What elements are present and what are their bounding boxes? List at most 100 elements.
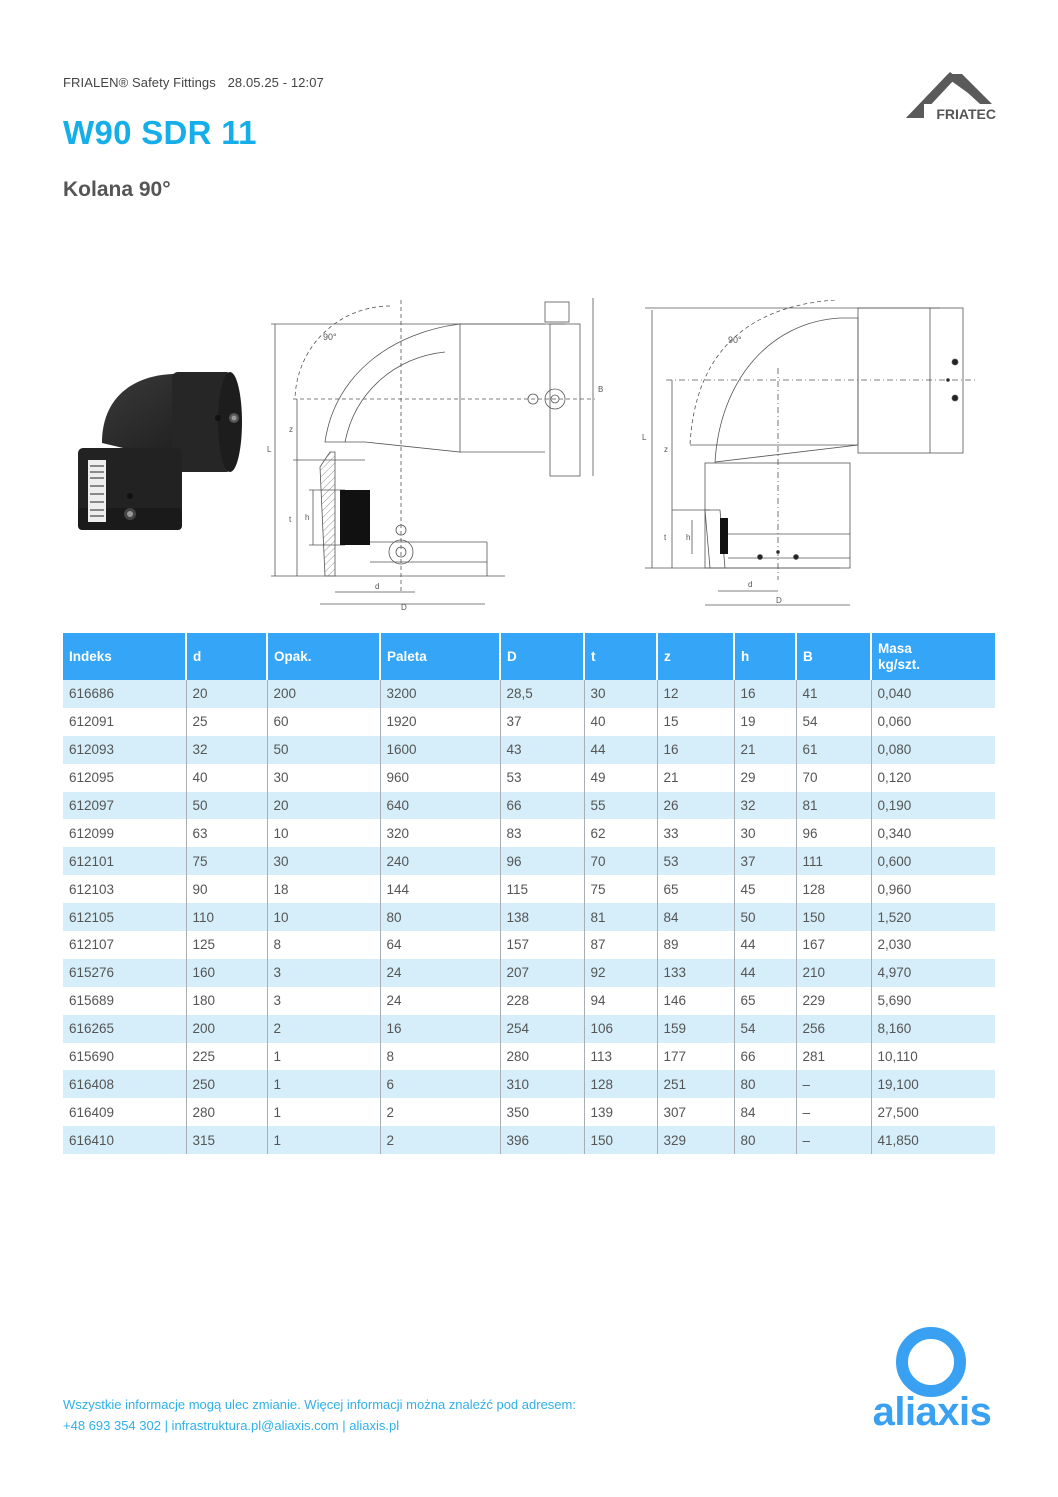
dim-L-label: L	[267, 445, 272, 454]
cell-indeks: 612091	[63, 707, 187, 736]
cell-z: 159	[657, 1014, 735, 1043]
column-header-masa: Masa kg/szt.	[871, 633, 995, 680]
cell-paleta: 240	[380, 847, 501, 876]
cell-h: 32	[734, 791, 797, 820]
friatec-triangle-icon: FRIATEC	[906, 72, 996, 122]
footer-contact: +48 693 354 302 | infrastruktura.pl@alia…	[63, 1418, 400, 1433]
cell-d: 32	[186, 735, 268, 764]
elbow-section-drawing-icon: 90° B d D L z t h	[267, 298, 603, 612]
cell-d: 90	[186, 875, 268, 904]
cell-z: 89	[657, 931, 735, 959]
cell-indeks: 616409	[63, 1098, 187, 1127]
cell-z: 15	[657, 707, 735, 736]
friatec-logo: FRIATEC	[902, 70, 998, 122]
dim-h-label: h	[305, 513, 309, 522]
cell-B: 54	[796, 707, 872, 736]
cell-d: 315	[186, 1126, 268, 1155]
cell-h: 19	[734, 707, 797, 736]
page-title: W90 SDR 11	[63, 114, 257, 151]
cell-opak: 30	[267, 847, 381, 876]
cell-indeks: 612099	[63, 819, 187, 848]
cell-opak: 8	[267, 931, 381, 959]
product-photo	[72, 368, 252, 536]
cell-h: 29	[734, 763, 797, 792]
cell-indeks: 615689	[63, 986, 187, 1015]
cell-masa: 8,160	[871, 1014, 995, 1043]
cell-opak: 3	[267, 986, 381, 1015]
dim-D-label: D	[776, 596, 782, 605]
cell-B: 128	[796, 875, 872, 904]
dim-z-label: z	[664, 445, 668, 454]
cell-h: 21	[734, 735, 797, 764]
cell-paleta: 6	[380, 1070, 501, 1099]
cell-d: 20	[186, 680, 268, 708]
cell-indeks: 616410	[63, 1126, 187, 1155]
cell-d: 125	[186, 931, 268, 959]
cell-B: –	[796, 1070, 872, 1099]
aliaxis-logo: aliaxis	[862, 1322, 1002, 1442]
cell-B: –	[796, 1098, 872, 1127]
cell-d: 63	[186, 819, 268, 848]
cell-t: 92	[584, 958, 658, 987]
cell-z: 251	[657, 1070, 735, 1099]
cell-z: 84	[657, 903, 735, 932]
cell-z: 33	[657, 819, 735, 848]
cell-t: 75	[584, 875, 658, 904]
dim-d-label: d	[748, 580, 752, 589]
technical-drawing-side: 90° d D L z t h	[630, 299, 990, 610]
cell-d: 110	[186, 903, 268, 932]
cell-opak: 60	[267, 707, 381, 736]
cell-paleta: 1920	[380, 707, 501, 736]
cell-masa: 0,190	[871, 791, 995, 820]
cell-h: 65	[734, 986, 797, 1015]
cell-B: 61	[796, 735, 872, 764]
dim-L-label: L	[642, 433, 647, 442]
column-header-d: d	[186, 633, 268, 680]
cell-masa: 0,040	[871, 680, 995, 708]
cell-D: 53	[500, 763, 585, 792]
cell-paleta: 2	[380, 1098, 501, 1127]
cell-opak: 3	[267, 958, 381, 987]
cell-masa: 41,850	[871, 1126, 995, 1155]
cell-opak: 200	[267, 680, 381, 708]
cell-t: 49	[584, 763, 658, 792]
column-header-t: t	[584, 633, 658, 680]
cell-D: 37	[500, 707, 585, 736]
cell-indeks: 612097	[63, 791, 187, 820]
cell-masa: 0,080	[871, 735, 995, 764]
cell-D: 115	[500, 875, 585, 904]
cell-d: 160	[186, 958, 268, 987]
column-header-h: h	[734, 633, 797, 680]
cell-z: 307	[657, 1098, 735, 1127]
dim-B-label: B	[598, 385, 603, 394]
cell-z: 12	[657, 680, 735, 708]
cell-z: 329	[657, 1126, 735, 1155]
cell-opak: 2	[267, 1014, 381, 1043]
dim-t-label: t	[289, 515, 292, 524]
cell-d: 25	[186, 707, 268, 736]
cell-D: 254	[500, 1014, 585, 1043]
cell-masa: 0,600	[871, 847, 995, 876]
cell-paleta: 3200	[380, 680, 501, 708]
cell-indeks: 612105	[63, 903, 187, 932]
elbow-fitting-photo-icon	[78, 372, 242, 530]
cell-D: 396	[500, 1126, 585, 1155]
cell-B: –	[796, 1126, 872, 1155]
cell-t: 81	[584, 903, 658, 932]
cell-D: 310	[500, 1070, 585, 1099]
cell-h: 80	[734, 1070, 797, 1099]
cell-t: 128	[584, 1070, 658, 1099]
cell-paleta: 24	[380, 958, 501, 987]
table-header-row: Indeks d Opak. Paleta D t z h B Masa kg/…	[63, 633, 995, 680]
cell-masa: 27,500	[871, 1098, 995, 1127]
cell-masa: 0,340	[871, 819, 995, 848]
angle-label: 90°	[728, 335, 742, 345]
cell-indeks: 615276	[63, 958, 187, 987]
cell-opak: 1	[267, 1126, 381, 1155]
